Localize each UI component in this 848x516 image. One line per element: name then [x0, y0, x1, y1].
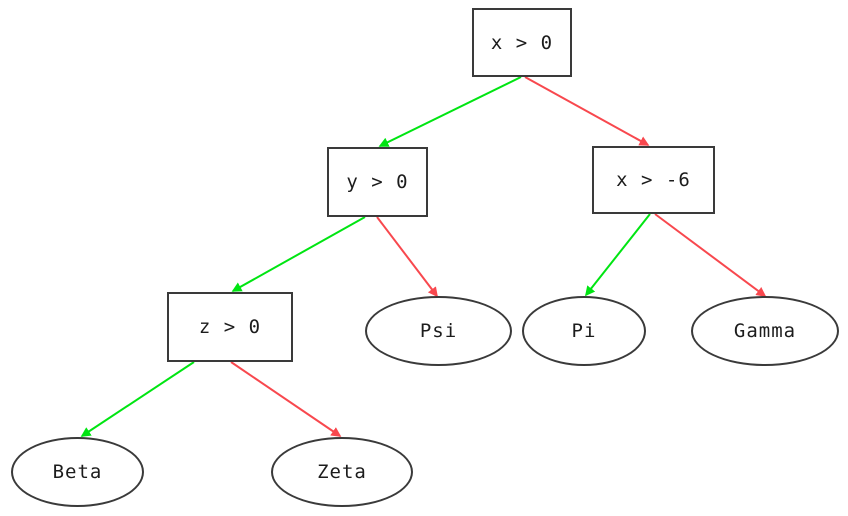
leaf-psi-label: Psi	[419, 320, 458, 342]
leaf-pi-label: Pi	[571, 320, 597, 342]
leaf-zeta-label: Zeta	[317, 461, 367, 483]
edge-n_y-to-psi	[376, 216, 438, 298]
leaf-gamma-label: Gamma	[733, 320, 797, 342]
leaf-psi[interactable]: Psi	[365, 296, 512, 366]
leaf-pi[interactable]: Pi	[522, 296, 646, 366]
node-z-gt-0[interactable]: z > 0	[167, 292, 293, 362]
edge-n_z-to-zeta	[230, 361, 342, 437]
leaf-beta-label: Beta	[52, 461, 103, 483]
edge-root-to-n_x6	[524, 76, 650, 146]
edge-n_x6-to-pi	[585, 213, 651, 297]
node-root[interactable]: x > 0	[472, 8, 572, 77]
node-y-gt-0[interactable]: y > 0	[327, 147, 428, 217]
leaf-zeta[interactable]: Zeta	[271, 437, 413, 507]
edge-n_y-to-n_z	[231, 216, 366, 292]
node-x-gt-neg6[interactable]: x > -6	[592, 146, 715, 214]
node-x-gt-neg6-label: x > -6	[616, 169, 691, 191]
node-y-gt-0-label: y > 0	[346, 171, 409, 193]
leaf-gamma[interactable]: Gamma	[691, 296, 839, 366]
edge-root-to-n_y	[378, 76, 522, 147]
node-z-gt-0-label: z > 0	[198, 316, 262, 338]
edge-n_z-to-beta	[80, 361, 195, 437]
node-root-label: x > 0	[490, 31, 554, 54]
leaf-beta[interactable]: Beta	[11, 437, 144, 507]
edge-n_x6-to-gamma	[654, 213, 767, 297]
